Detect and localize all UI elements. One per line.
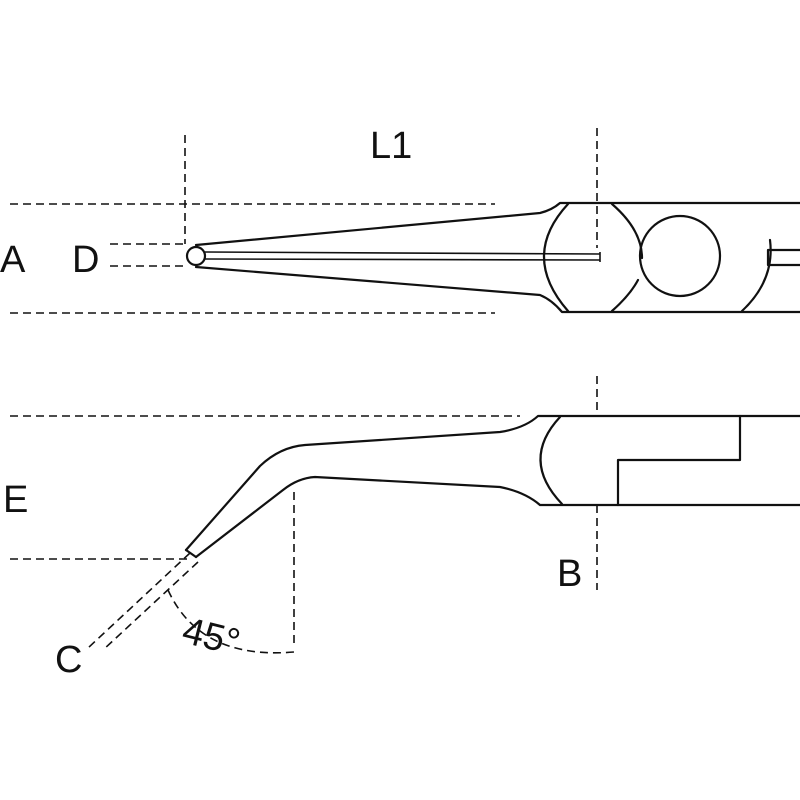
joint-body-right [740,238,772,313]
side-joint-arc [539,415,564,506]
label-l1: L1 [370,125,412,167]
top-jaw-upper-edge [194,201,800,247]
pivot-rivet [638,214,722,298]
label-d: D [72,239,99,281]
label-c: C [55,639,82,681]
angle-arc [167,589,295,654]
side-view [10,376,800,654]
label-angle: 45° [178,610,244,665]
jaw-split-lower [204,258,601,261]
side-joint-step [616,414,742,507]
handle-slot [766,248,800,267]
bent-jaw-lower-edge [194,475,800,559]
top-view [10,128,800,314]
label-e: E [3,479,28,521]
bent-jaw-tip [184,548,198,559]
c-dim-line-1 [87,552,191,649]
label-b: B [557,553,582,595]
jaw-tip [185,245,207,267]
joint-arc-left [542,202,570,313]
label-a: A [0,239,26,281]
c-dim-line-2 [102,561,199,651]
top-jaw-lower-edge [194,265,800,314]
jaw-split-upper [204,251,601,255]
joint-arc-right [610,202,644,313]
bent-jaw-upper-edge [184,414,800,552]
